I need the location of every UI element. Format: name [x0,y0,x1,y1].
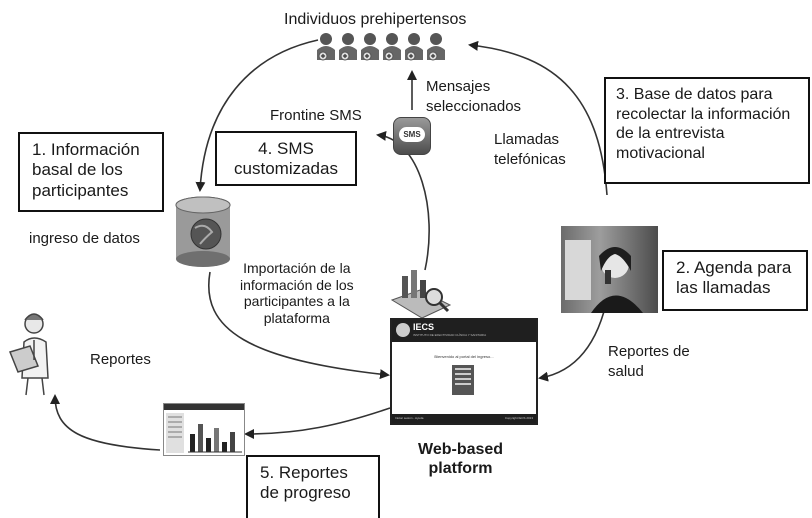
doctor-icon [8,313,49,396]
sms-icon-bubble: SMS [399,127,425,142]
top-label: Individuos prehipertensos [284,11,467,28]
frontline-sms-label: Frontine SMS [270,107,362,124]
arrow-people-to-database [195,39,319,192]
arrow-survey-to-people [468,40,608,196]
step-5-text: 5. Reportes de progreso [260,463,351,503]
analysis-icon [390,270,452,319]
platform-welcome: Bienvenido al portal del ingreso... [434,354,494,359]
platform-footer-left: Iniciar sesión - Ayuda [395,416,424,420]
person-icon [317,33,335,61]
step-4-box: 4. SMS customizadas [215,131,357,186]
phone-calls-label: Llamadas telefónicas [494,131,566,168]
platform-footer: Iniciar sesión - Ayuda Copyright IECS 20… [392,414,536,423]
step-1-text: 1. Información basal de los participante… [32,140,140,200]
step-4-text: 4. SMS customizadas [234,139,338,179]
phone-operator-photo [561,226,658,313]
arrow-chart-to-doctor [50,394,161,451]
platform-login-panel [452,365,474,395]
step-5-box: 5. Reportes de progreso [246,455,380,518]
arrow-import-to-sms [376,130,430,271]
person-icon [361,33,379,61]
selected-messages-label: Mensajes seleccionados [426,78,522,115]
platform-logo-icon [396,323,410,337]
person-icon [383,33,401,61]
sms-icon: SMS [393,117,431,155]
web-platform-screenshot: IECS INSTITUTO DE EFECTIVIDAD CLÍNICA Y … [390,318,538,425]
phone-operator-icon [565,240,643,313]
step-3-box: 3. Base de datos para recolectar la info… [604,77,810,184]
progress-chart-thumbnail [163,403,245,456]
people-icons [317,33,445,61]
person-icon [405,33,423,61]
step-2-box: 2. Agenda para las llamadas [662,250,808,311]
platform-header: IECS INSTITUTO DE EFECTIVIDAD CLÍNICA Y … [392,320,536,342]
step-1-box: 1. Información basal de los participante… [18,132,164,212]
step-3-text: 3. Base de datos para recolectar la info… [616,86,791,162]
web-based-platform-label: Web-based platform [418,441,504,478]
report-chart-icon [164,404,244,453]
platform-logo-text: IECS [413,322,435,332]
step-2-text: 2. Agenda para las llamadas [676,258,792,298]
person-icon [339,33,357,61]
arrow-database-to-platform [208,271,390,380]
person-icon [427,33,445,61]
database-icon [175,196,231,267]
reports-label: Reportes [90,351,151,368]
data-entry-label: ingreso de datos [29,230,140,247]
health-reports-label: Reportes de salud [608,343,690,380]
platform-subtitle: INSTITUTO DE EFECTIVIDAD CLÍNICA Y SANIT… [413,333,487,337]
arrow-platform-to-chart [244,407,391,439]
platform-footer-right: Copyright IECS 2013 [504,416,533,420]
import-label: Importación de la información de los par… [240,260,354,326]
